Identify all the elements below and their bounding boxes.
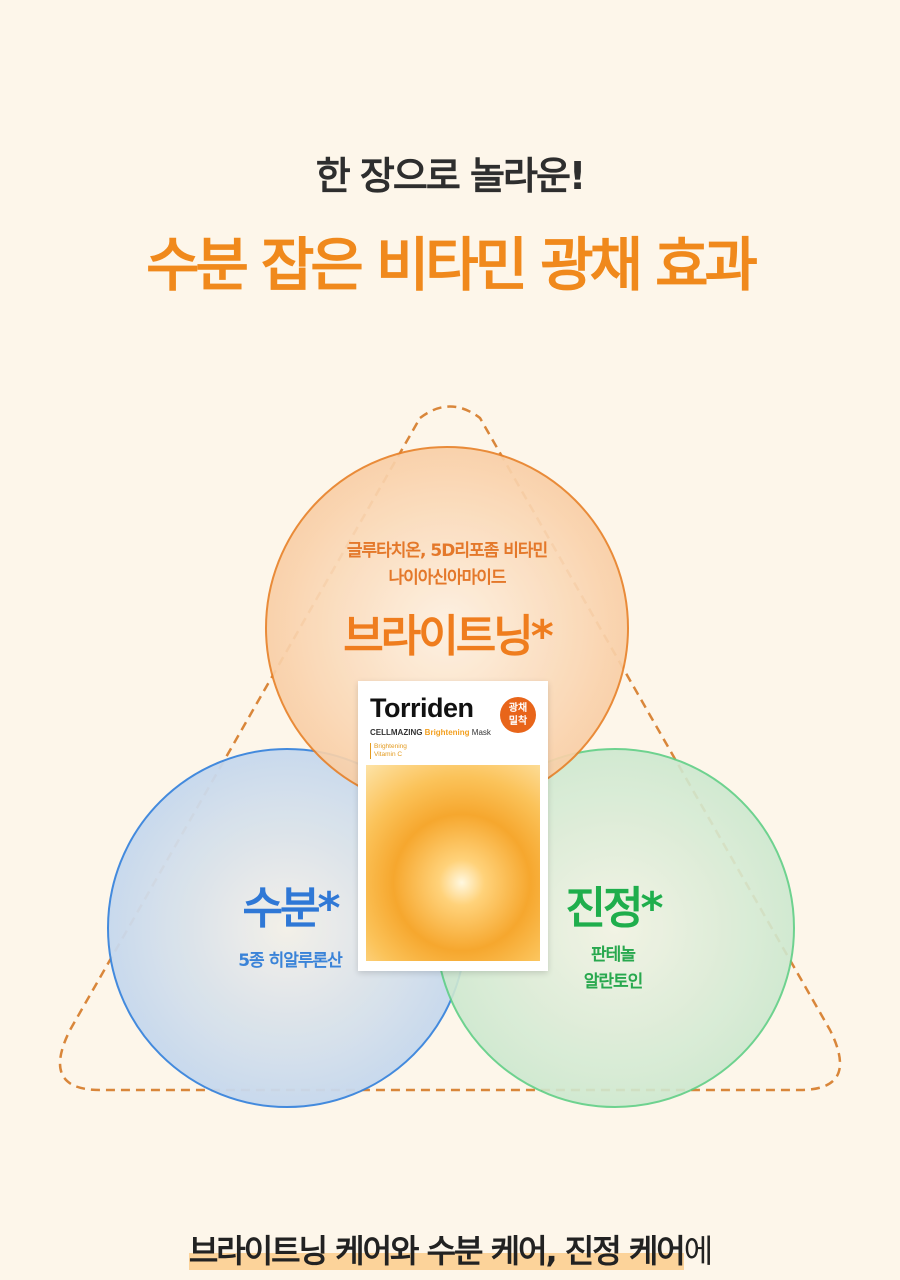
footer-highlight: 브라이트닝 케어와 수분 케어, 진정 케어	[188, 1232, 686, 1270]
dashed-triangle	[58, 405, 842, 1092]
footer-text: 브라이트닝 케어와 수분 케어, 진정 케어에	[188, 1232, 713, 1270]
brightening-label: 브라이트닝*	[343, 611, 554, 662]
hydration-ingredients: 5종 히알루론산	[238, 951, 343, 971]
hydration-label: 수분*	[242, 883, 341, 934]
asterisk-icon: *	[530, 611, 554, 662]
product-image	[366, 765, 540, 961]
soothing-label: 진정*	[565, 883, 664, 934]
product-line-name: CELLMAZING Brightening Mask	[370, 728, 491, 737]
ingredient-line: 알란토인	[583, 972, 644, 992]
asterisk-icon: *	[640, 883, 663, 934]
ingredient-line: 글루타치온, 5D리포좀 비타민	[346, 541, 548, 561]
ingredient-line: 나이아신아마이드	[388, 568, 506, 588]
page-title: 수분 잡은 비타민 광채 효과	[146, 231, 758, 299]
soothing-ingredients: 판테놀 알란토인	[483, 942, 743, 996]
ingredient-line: 판테놀	[591, 945, 636, 965]
subtitle: 한 장으로 놀라운!	[315, 154, 587, 198]
brightening-ingredients: 글루타치온, 5D리포좀 비타민 나이아신아마이드	[247, 538, 647, 592]
brand-logo: Torriden	[370, 693, 474, 723]
asterisk-icon: *	[317, 883, 340, 934]
